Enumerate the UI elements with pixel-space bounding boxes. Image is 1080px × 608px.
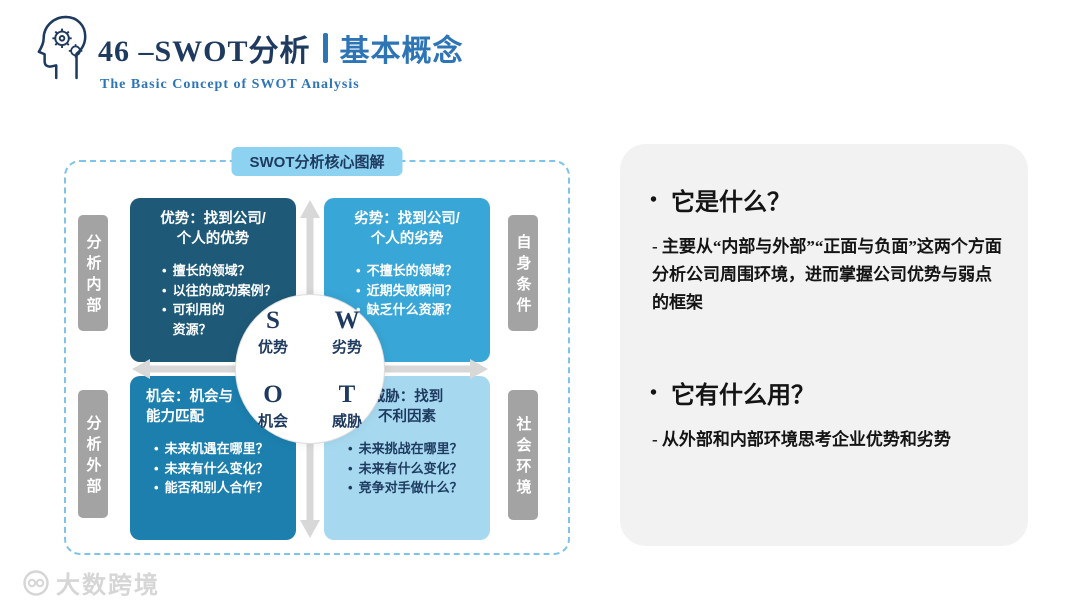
list-item: • 未来挑战在哪里？ — [348, 439, 482, 459]
panel-question-text: 它有什么用？ — [671, 383, 816, 410]
bullet-dot: • — [154, 441, 159, 457]
bullet-dot: • — [162, 282, 167, 298]
quadrant-title: 机会：机会与 能力匹配 — [146, 389, 233, 425]
list-item: • 缺乏什么资源？ — [356, 300, 482, 320]
header: 46 –SWOT分析 基本概念 The Basic Concept of SWO… — [34, 12, 464, 93]
panel-section-use: • 它有什么用？ - 从外部和内部环境思考企业优势和劣势 — [650, 375, 1002, 454]
letter: S — [266, 306, 280, 334]
side-label-analyze-internal: 分析内部 — [78, 215, 108, 331]
watermark: 大数跨境 — [22, 565, 160, 600]
diagram-badge: SWOT分析核心图解 — [231, 147, 403, 176]
letter-label: 机会 — [257, 413, 288, 430]
title-highlight: 基本概念 — [339, 35, 464, 68]
swot-center-circle: S 优势 W 劣势 O 机会 T 威胁 — [235, 294, 385, 444]
bullet-dot: • — [162, 302, 167, 318]
bullet-text: 未来有什么变化？ — [358, 460, 463, 476]
list-item: • 未来机遇在哪里？ — [154, 439, 288, 459]
list-item: • 近期失败瞬间？ — [356, 281, 482, 301]
quadrant-bullet-list: • 擅长的领域？ • 以往的成功案例？ • 可利用的 资源？ — [138, 261, 288, 339]
bullet-text: 未来有什么变化？ — [164, 460, 269, 476]
watermark-text: 大数跨境 — [56, 572, 160, 599]
side-label-self-conditions: 自身条件 — [508, 215, 538, 331]
panel-answer-text: - 主要从“内部与外部”“正面与负面”这两个方面分析公司周围环境，进而掌握公司优… — [652, 237, 1002, 313]
side-label-analyze-external: 分析外部 — [78, 390, 108, 518]
bullet-dot: • — [356, 282, 361, 298]
swot-letter-t: T 威胁 — [310, 369, 384, 443]
list-item: • 能否和别人合作？ — [154, 478, 288, 498]
head-gears-icon — [34, 12, 92, 82]
bullet-text: 擅长的领域？ — [172, 263, 251, 279]
bullet-text: 可利用的 资源？ — [172, 302, 225, 337]
bullet-text: 缺乏什么资源？ — [366, 302, 458, 318]
letter: O — [263, 380, 283, 408]
list-item: • 未来有什么变化？ — [154, 459, 288, 479]
panel-question: • 它有什么用？ — [650, 375, 1002, 410]
title-main: 46 –SWOT分析 — [98, 35, 311, 68]
watermark-logo-icon — [22, 569, 50, 597]
bullet-text: 不擅长的领域？ — [366, 263, 458, 279]
quadrant-strengths: 优势：找到公司/ 个人的优势 • 擅长的领域？ • 以往的成功案例？ • 可利用的 资… — [130, 198, 296, 362]
letter-label: 威胁 — [331, 413, 362, 430]
bullet-dot: • — [348, 480, 353, 496]
bullet-text: 以往的成功案例？ — [172, 282, 277, 298]
bullet-dot: • — [348, 460, 353, 476]
bullet-dot: • — [650, 381, 658, 404]
panel-question-text: 它是什么？ — [671, 190, 792, 216]
quadrant-title: 威胁：找到 不利因素 — [370, 389, 444, 425]
quadrant-grid: 优势：找到公司/ 个人的优势 • 擅长的领域？ • 以往的成功案例？ • 可利用的 资… — [130, 198, 490, 540]
swot-letter-w: W 劣势 — [310, 295, 384, 369]
bullet-dot: • — [356, 263, 361, 279]
side-label-social-environment: 社会环境 — [508, 390, 538, 520]
list-item: • 不擅长的领域？ — [356, 261, 482, 281]
bullet-dot: • — [162, 263, 167, 279]
letter-label: 劣势 — [331, 339, 362, 356]
list-item: • 竞争对手做什么？ — [348, 478, 482, 498]
list-item: • 未来有什么变化？ — [348, 459, 482, 479]
quadrant-bullet-list: • 未来机遇在哪里？ • 未来有什么变化？ • 能否和别人合作？ — [138, 439, 288, 498]
panel-question: • 它是什么？ — [650, 182, 1002, 217]
letter-label: 优势 — [257, 339, 288, 356]
list-item: • 可利用的 资源？ — [162, 300, 288, 339]
panel-answer-text: - 从外部和内部环境思考企业优势和劣势 — [652, 430, 951, 450]
info-panel: • 它是什么？ - 主要从“内部与外部”“正面与负面”这两个方面分析公司周围环境… — [620, 144, 1028, 546]
bullet-dot: • — [650, 188, 658, 211]
bullet-text: 能否和别人合作？ — [164, 480, 269, 496]
bullet-dot: • — [154, 460, 159, 476]
bullet-text: 未来机遇在哪里？ — [164, 441, 269, 457]
quadrant-bullet-list: • 未来挑战在哪里？ • 未来有什么变化？ • 竞争对手做什么？ — [332, 439, 482, 498]
page-title: 46 –SWOT分析 基本概念 — [98, 26, 464, 70]
bullet-text: 竞争对手做什么？ — [358, 480, 463, 496]
list-item: • 以往的成功案例？ — [162, 281, 288, 301]
bullet-dot: • — [356, 302, 361, 318]
quadrant-bullet-list: • 不擅长的领域？ • 近期失败瞬间？ • 缺乏什么资源？ — [332, 261, 482, 320]
letter: T — [338, 380, 356, 408]
bullet-dot: • — [154, 480, 159, 496]
title-block: 46 –SWOT分析 基本概念 The Basic Concept of SWO… — [98, 12, 464, 93]
list-item: • 擅长的领域？ — [162, 261, 288, 281]
bullet-text: 未来挑战在哪里？ — [358, 441, 463, 457]
page-subtitle: The Basic Concept of SWOT Analysis — [100, 77, 360, 92]
bullet-dot: • — [348, 441, 353, 457]
quadrant-title: 劣势：找到公司/ 个人的劣势 — [354, 211, 460, 247]
swot-letter-o: O 机会 — [236, 369, 310, 443]
swot-letter-s: S 优势 — [236, 295, 310, 369]
panel-section-what: • 它是什么？ - 主要从“内部与外部”“正面与负面”这两个方面分析公司周围环境… — [650, 182, 1002, 317]
quadrant-area: 优势：找到公司/ 个人的优势 • 擅长的领域？ • 以往的成功案例？ • 可利用的 资… — [130, 198, 490, 540]
bullet-text: 近期失败瞬间？ — [366, 282, 458, 298]
title-divider — [322, 33, 328, 63]
quadrant-title: 优势：找到公司/ 个人的优势 — [160, 211, 266, 247]
letter: W — [334, 306, 360, 334]
swot-diagram: SWOT分析核心图解 分析内部 分析外部 自身条件 社会环境 优势：找到公司/ … — [64, 147, 570, 555]
